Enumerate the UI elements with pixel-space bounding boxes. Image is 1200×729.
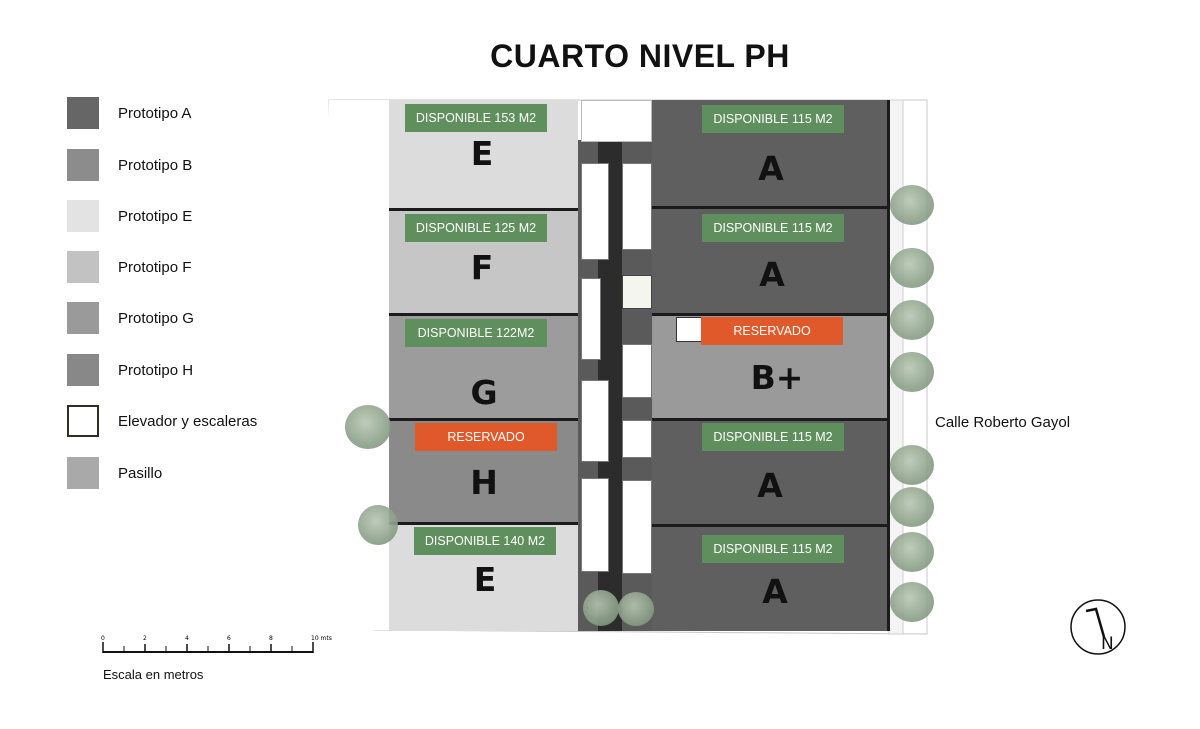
tree [890,445,934,485]
facade-wall [887,100,890,631]
unit-status-badge: RESERVADO [701,317,843,345]
scale-tick-label: 2 [143,635,147,642]
legend-label: Prototipo A [118,105,192,122]
legend-label: Prototipo E [118,208,193,225]
legend-label: Prototipo F [118,259,192,276]
legend-swatch [67,97,99,129]
divider [389,208,578,211]
unit-letter: E [470,134,494,173]
legend-label: Prototipo H [118,362,194,379]
divider [652,418,890,421]
lightwell [581,478,609,572]
unit-status-badge: DISPONIBLE 125 M2 [405,214,547,242]
tree [890,248,934,288]
legend-swatch [67,405,99,437]
lightwell [581,380,609,462]
legend-swatch [67,200,99,232]
page-title: CUARTO NIVEL PH [490,38,790,74]
unit-letter: E [473,560,497,599]
unit-status-badge: DISPONIBLE 140 M2 [414,527,556,555]
tree [890,582,934,622]
unit-letter: A [757,466,783,505]
unit-status-badge: DISPONIBLE 115 M2 [702,423,844,451]
lightwell [622,344,652,398]
legend-label: Pasillo [118,465,163,482]
scale-tick-label: 0 [101,635,105,642]
tree [890,300,934,340]
divider [652,313,890,316]
divider [389,418,578,421]
tree [890,532,934,572]
unit-letter: B+ [750,358,804,397]
divider [389,313,578,316]
scale-tick-label: 10 mts [311,635,332,642]
street-label: Calle Roberto Gayol [935,414,1071,431]
unit-letter: F [470,248,494,287]
tree [890,185,934,225]
legend-swatch [67,302,99,334]
divider [389,522,578,525]
legend-label: Elevador y escaleras [118,413,258,430]
divider [652,524,890,527]
tree [345,405,391,449]
unit-letter: A [762,572,788,611]
unit-letter: G [470,373,498,412]
tree [890,352,934,392]
lightwell [622,163,652,250]
scale-caption: Escala en metros [103,667,204,682]
unit-letter: A [759,255,785,294]
legend-swatch [67,251,99,283]
unit-status-badge: DISPONIBLE 115 M2 [702,105,844,133]
legend-swatch [67,354,99,386]
elevator [622,275,652,309]
lightwell [622,420,652,458]
lightwell [581,278,601,360]
lightwell [581,163,609,260]
legend-swatch [67,149,99,181]
scale-bar: 0 2 4 6 8 10 mts [101,635,332,653]
legend-swatch [67,457,99,489]
lightwell [622,480,652,574]
tree [583,590,619,626]
unit-status-badge: DISPONIBLE 122M2 [405,319,547,347]
unit-status-badge: DISPONIBLE 153 M2 [405,104,547,132]
scale-tick-label: 4 [185,635,189,642]
divider [652,206,890,209]
unit-status-badge: DISPONIBLE 115 M2 [702,535,844,563]
unit-letter: H [470,463,498,502]
unit-status-badge: RESERVADO [415,423,557,451]
scale-tick-label: 6 [227,635,231,642]
north-label: N [1101,634,1114,654]
legend-label: Prototipo B [118,157,193,174]
legend-label: Prototipo G [118,310,194,327]
scale-tick-label: 8 [269,635,273,642]
north-arrow-icon: N [1070,599,1126,655]
unit-status-badge: DISPONIBLE 115 M2 [702,214,844,242]
unit-letter: A [758,149,784,188]
tree [358,505,398,545]
entry-court [581,100,652,142]
tree [618,592,654,626]
tree [890,487,934,527]
stair [676,317,703,342]
